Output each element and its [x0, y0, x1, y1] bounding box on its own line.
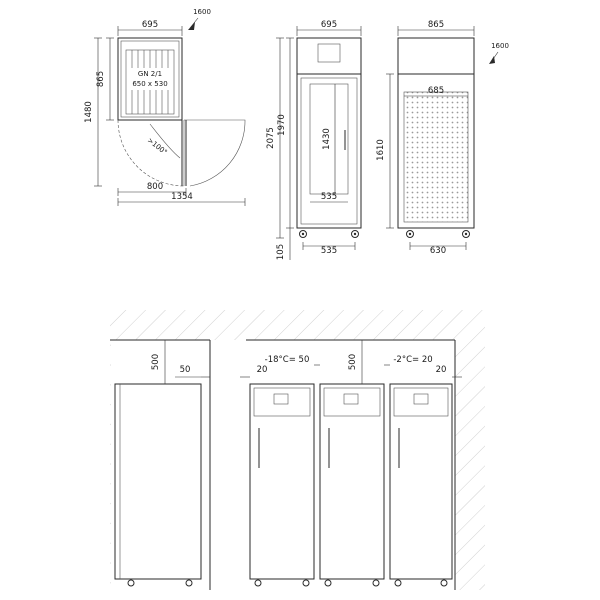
side-base-depth-dim: 630 — [430, 246, 446, 256]
front-view: 695 2075 1970 1430 535 535 105 — [266, 20, 362, 260]
install-gap-left: 20 — [257, 365, 268, 375]
side-view: 865 1600 685 1610 630 — [376, 20, 509, 256]
install-side-clearance-left: 50 — [180, 365, 191, 375]
side-inner-depth-dim: 685 — [428, 86, 444, 96]
side-depth-dim: 865 — [428, 20, 444, 30]
top-depth-dim: 865 — [96, 71, 106, 87]
gn-dims-label: 650 x 530 — [132, 80, 167, 88]
install-chiller-note: -2°C= 20 — [393, 355, 432, 365]
install-top-clearance-right: 500 — [348, 354, 358, 370]
front-body-height-dim: 1970 — [277, 114, 287, 136]
side-inner-height-dim: 1610 — [376, 139, 386, 161]
front-inner-width-dim: 535 — [321, 192, 337, 202]
top-view: GN 2/1 650 x 530 >100° 695 1600 865 1480 — [84, 8, 246, 206]
side-open-ext-dim: 1600 — [491, 42, 509, 50]
front-feet-height-dim: 105 — [276, 244, 286, 260]
front-base-width-dim: 535 — [321, 246, 337, 256]
front-door-height-dim: 1430 — [322, 128, 332, 150]
install-gap-right: 20 — [436, 365, 447, 375]
angle-label: >100° — [146, 136, 169, 156]
gn-size-label: GN 2/1 — [138, 70, 162, 78]
top-total-width-dim: 1354 — [171, 192, 193, 202]
installation-view: 500 50 500 20 -18°C= 50 -2°C= 20 20 — [110, 310, 485, 590]
top-door-width-dim: 800 — [147, 182, 163, 192]
top-total-depth-dim: 1480 — [84, 101, 94, 123]
front-total-height-dim: 2075 — [266, 127, 276, 149]
top-open-ext-dim: 1600 — [193, 8, 211, 16]
top-width-dim: 695 — [142, 20, 158, 30]
install-top-clearance-left: 500 — [151, 354, 161, 370]
front-width-dim: 695 — [321, 20, 337, 30]
install-freezer-note: -18°C= 50 — [265, 355, 310, 365]
